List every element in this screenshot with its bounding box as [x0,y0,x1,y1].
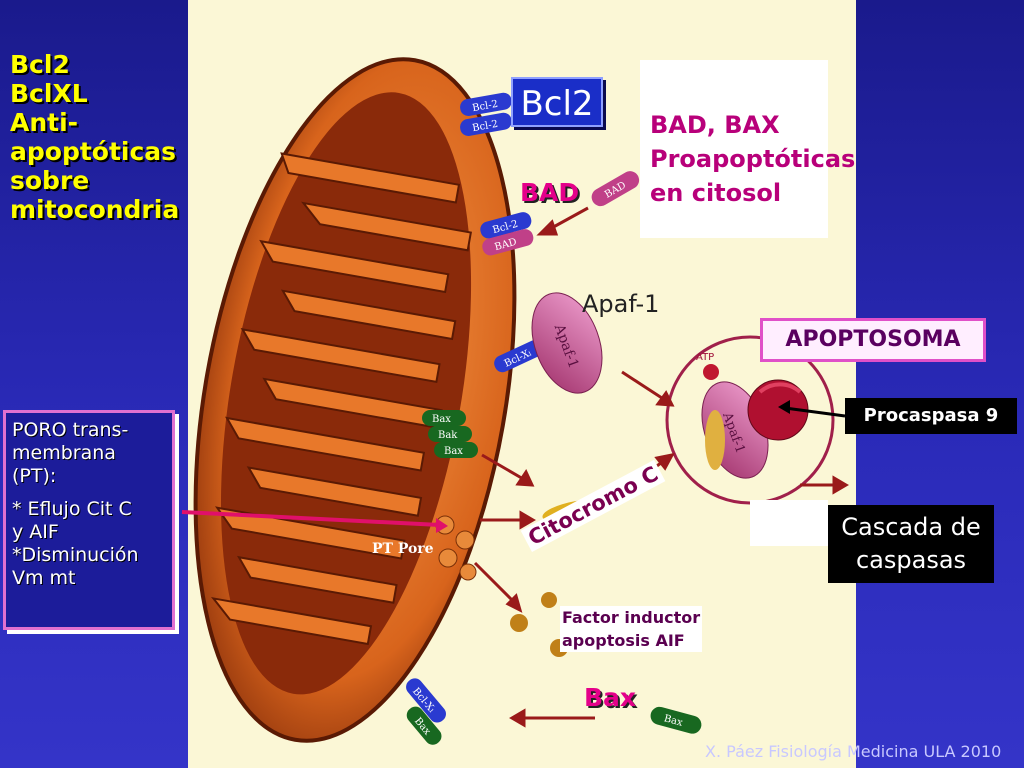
poro-pointer [181,510,441,527]
bax-protein: Bax [650,706,702,734]
bax-bak-complex: Bax Bak Bax [422,410,478,458]
bcl2-protein: Bcl-2 [480,212,532,239]
svg-text:Bcl-2: Bcl-2 [472,119,499,134]
bax-label: Bax [584,683,637,712]
white-block [750,500,828,546]
svg-text:ATP: ATP [696,352,714,363]
pt-pore [435,515,477,581]
bcl2-protein: Bcl-2 [460,112,512,136]
bcl2-label: Bcl2 [511,77,603,127]
poro-box: PORO trans- membrana (PT): * Eflujo Cit … [3,410,175,630]
svg-text:Bax: Bax [663,713,684,729]
procaspasa-label: Procaspasa 9 [845,398,1017,434]
pt-pore-label: PT Pore [372,541,434,557]
bad-label: BAD [520,178,580,207]
bcl2-protein: Bcl-2 [460,92,512,116]
apaf1-protein: Apaf-1 [531,292,603,394]
svg-text:Bcl-2: Bcl-2 [472,99,499,114]
bad-protein: BAD [591,171,640,207]
bad-protein: BAD [482,229,534,256]
cristae [210,152,472,646]
procaspasa-pointer [784,406,846,418]
aif-label: Factor inductor apoptosis AIF [560,606,703,652]
bad-bax-box: BAD, BAX Proapoptóticas en citosol [640,60,856,238]
svg-text:Bak: Bak [438,430,458,441]
svg-text:Bax: Bax [444,446,463,457]
atp-dot [703,364,719,380]
poro-box-heading: PORO trans- membrana (PT): [12,419,129,487]
apoptosoma-label: APOPTOSOMA [760,318,986,362]
bad-bax-text: BAD, BAX Proapoptóticas en citosol [650,111,856,207]
mitochondrion [193,57,517,743]
svg-text:Bax: Bax [432,414,451,425]
cascada-label: Cascada de caspasas [828,505,994,583]
left-title: Bcl2 BclXL Anti- apoptóticas sobre mitoc… [10,50,180,224]
apaf1-label: Apaf-1 [582,290,660,318]
cytochrome-c-bound [705,410,725,470]
poro-box-effects: * Eflujo Cit C y AIF *Disminución Vm mt [12,498,139,589]
credit-footer: X. Páez Fisiología Medicina ULA 2010 [705,742,1002,761]
